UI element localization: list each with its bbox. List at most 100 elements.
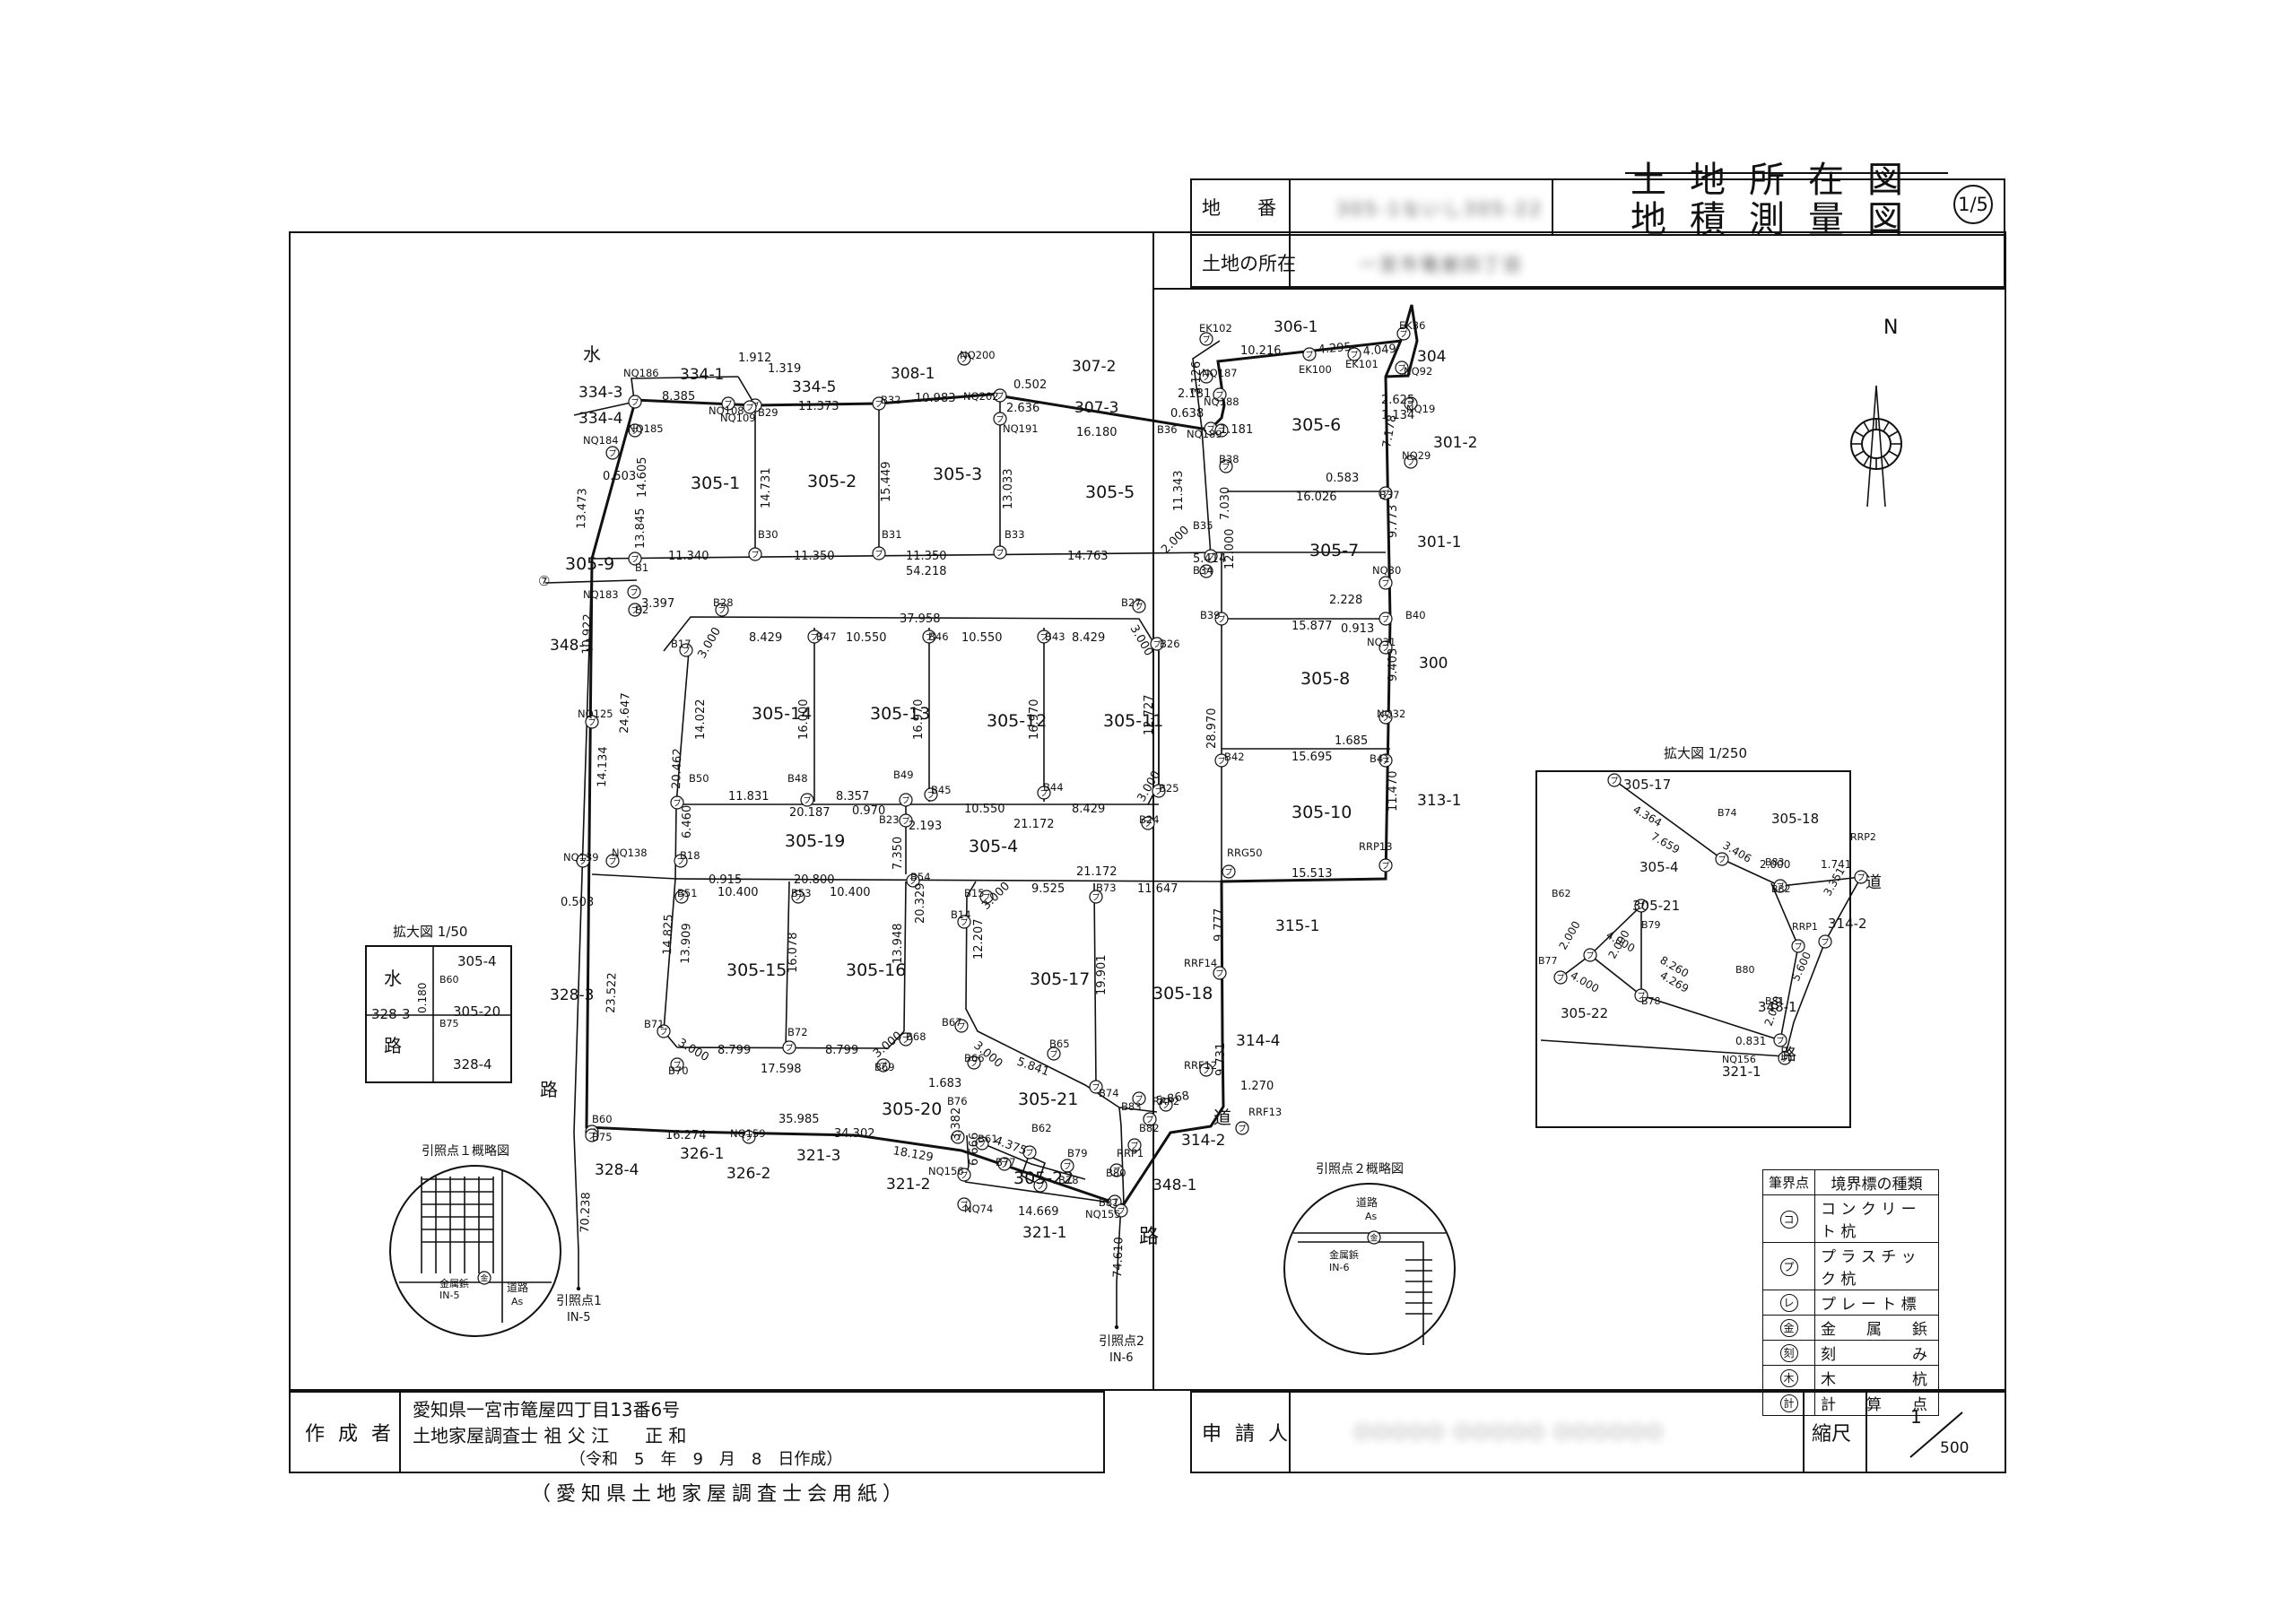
- marker-icon: [1778, 1051, 1792, 1065]
- marker-symbol: プ: [1112, 1167, 1120, 1177]
- point-label-b51: B51: [677, 887, 698, 899]
- marker-icon: [1235, 1121, 1249, 1135]
- point-label-rrp1: RRP1: [1117, 1147, 1144, 1159]
- point-label-b32: B32: [881, 394, 901, 406]
- point-label-b80: B80: [1106, 1167, 1126, 1179]
- enlarged-250-distance: 4.364: [1631, 803, 1665, 829]
- marker-icon: [979, 890, 994, 904]
- distance-label: 14.605: [636, 457, 649, 499]
- point-label-b49: B49: [893, 769, 914, 781]
- distance-label: 13.473: [575, 488, 590, 529]
- point-label-nq156: NQ156: [928, 1165, 964, 1177]
- enlarged-250-label: B79: [1641, 919, 1661, 931]
- marker-icon: [957, 1197, 971, 1211]
- marker-icon: [1347, 347, 1361, 361]
- distance-label: 11.343: [1172, 471, 1186, 512]
- enlarged-250-title: 拡大図 1/250: [1664, 745, 1747, 761]
- marker-icon: [1060, 1159, 1074, 1173]
- marker-icon: [1204, 549, 1218, 563]
- parcel-305-15: 305-15: [726, 960, 787, 980]
- enlarged-50-road: 路: [384, 1035, 402, 1056]
- parcel-305-4: 305-4: [969, 837, 1018, 856]
- marker-symbol: プ: [1821, 938, 1829, 948]
- enlarged-250-label: RRP2: [1850, 831, 1876, 843]
- scale-denominator: 500: [1940, 1439, 1970, 1457]
- point-label-b30: B30: [758, 528, 778, 541]
- marker-icon: [1152, 784, 1166, 798]
- marker-symbol: プ: [1406, 458, 1414, 468]
- marker-symbol: プ: [925, 633, 933, 643]
- distance-label: 1.685: [1335, 734, 1368, 748]
- neighbor-lot-314-4: 314-4: [1236, 1032, 1280, 1050]
- marker-symbol: プ: [1036, 1182, 1044, 1192]
- point-label-rrf13: RRF13: [1248, 1106, 1282, 1118]
- parcel-305-9: 305-9: [565, 554, 614, 574]
- neighbor-lot-306-1: 306-1: [1274, 318, 1318, 336]
- marker-icon: [627, 585, 641, 599]
- author-label: 作 成 者: [305, 1423, 395, 1446]
- boundary-line: [676, 1030, 905, 1049]
- distance-label: 3.000: [871, 1029, 905, 1061]
- marker-symbol: プ: [1857, 873, 1865, 883]
- marker-symbol: プ: [957, 1022, 965, 1032]
- metal-tack-icon: 金: [1779, 1319, 1798, 1337]
- point-label-b27: B27: [1121, 596, 1142, 609]
- distance-label: 10.550: [961, 631, 1003, 645]
- point-label-b24: B24: [1139, 813, 1160, 826]
- boundary-line: [591, 873, 678, 880]
- marker-icon: [872, 546, 886, 560]
- marker-symbol: プ: [1144, 820, 1152, 829]
- distance-label: 6.666: [968, 1133, 981, 1166]
- boundary-line: [1118, 1107, 1125, 1205]
- enlarged-250-label: B78: [1641, 995, 1661, 1007]
- boundary-line: [1093, 882, 1097, 1086]
- enlarged-250-distance: 7.659: [1649, 829, 1683, 855]
- calculated-point-icon: 計: [1779, 1394, 1798, 1412]
- marker-icon: [1396, 326, 1411, 341]
- marker-icon: [1378, 640, 1393, 655]
- distance-label: 13.845: [634, 508, 648, 550]
- distance-label: 3.382: [950, 1107, 963, 1141]
- ref2-label: 道路: [1356, 1195, 1378, 1209]
- distance-label: 20.800: [794, 873, 835, 887]
- distance-label: 14.825: [661, 914, 676, 955]
- marker-symbol: プ: [1206, 425, 1214, 435]
- neighbor-lot-308-1: 308-1: [891, 365, 935, 383]
- distance-label: 9.403: [1387, 648, 1400, 682]
- marker-icon: [1089, 1080, 1103, 1094]
- distance-label: 10.550: [964, 803, 1005, 816]
- marker-symbol: 金: [480, 1273, 488, 1284]
- neighbor-lot-321-2: 321-2: [886, 1176, 930, 1194]
- point-label-rrf12: RRF12: [1184, 1059, 1217, 1072]
- enlarged-50-b75: B75: [439, 1018, 459, 1029]
- enlarged-50-328-4: 328-4: [453, 1056, 492, 1073]
- point-label-b25: B25: [1159, 782, 1179, 795]
- marker-icon: [807, 630, 822, 644]
- marker-symbol: プ: [587, 1132, 596, 1142]
- distance-label: 1.181: [1220, 423, 1253, 437]
- enlarged-50-328-3: 328-3: [371, 1006, 411, 1022]
- distance-label: 14.763: [1067, 550, 1109, 563]
- distance-label: 8.799: [825, 1044, 858, 1057]
- marker-icon: [605, 446, 620, 460]
- marker-symbol: プ: [1381, 490, 1389, 499]
- compass-tick: [1854, 450, 1865, 457]
- point-label-b53: B53: [791, 887, 812, 899]
- marker-icon: [872, 396, 886, 411]
- point-label-ek36: EK36: [1399, 319, 1425, 332]
- marker-symbol: プ: [909, 877, 917, 887]
- enlarged-250-label: 314-2: [1828, 916, 1867, 932]
- point-label-nq74: NQ74: [964, 1203, 993, 1215]
- chiban-label: 地 番: [1202, 197, 1285, 219]
- marker-icon: [1553, 970, 1568, 985]
- marker-symbol: プ: [960, 1171, 968, 1181]
- neighbor-lot-300: 300: [1419, 655, 1448, 673]
- boundary-line: [585, 304, 1419, 1206]
- boundary-line: [1866, 385, 1886, 508]
- point-label-b28: B28: [713, 596, 734, 609]
- point-label-nq188: NQ188: [1204, 395, 1239, 408]
- legend-header-left: 筆界点: [1761, 1169, 1816, 1195]
- distance-label: 1.683: [928, 1077, 961, 1090]
- distance-label: 13.033: [1002, 469, 1015, 510]
- marker-icon: [1378, 858, 1393, 873]
